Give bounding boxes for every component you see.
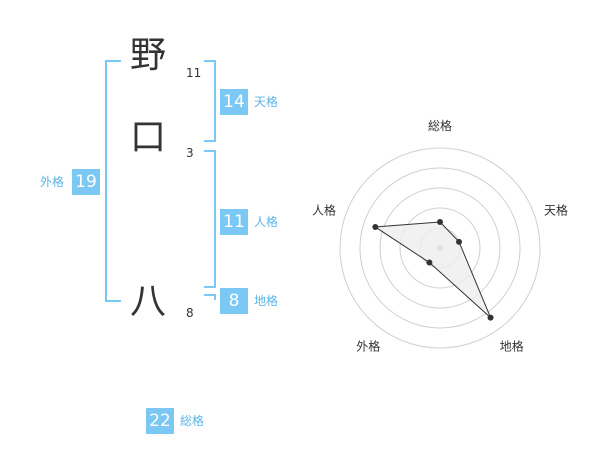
stroke-count-3: 8 (186, 306, 194, 320)
radar-axis-label-4: 外格 (356, 339, 380, 354)
jinkaku-label: 人格 (254, 215, 279, 229)
radar-point-4 (426, 259, 433, 266)
jinkaku-bracket (204, 150, 216, 288)
radar-grid-ring (339, 147, 541, 349)
radar-grid-ring (379, 187, 501, 309)
soukaku-value: 22 (146, 408, 174, 434)
chikaku-value: 8 (220, 288, 248, 314)
radar-series-polygon (373, 221, 492, 318)
radar-axis-label-1: 総格 (428, 118, 452, 133)
gaikaku-label: 外格 (40, 175, 65, 189)
radar-point-3 (487, 314, 494, 321)
radar-grid-ring (399, 207, 481, 289)
name-char-3: 八 (129, 281, 166, 322)
tenkaku-label: 天格 (254, 95, 279, 109)
radar-axis-label-3: 地格 (500, 339, 524, 354)
jinkaku-value: 11 (220, 209, 248, 235)
stroke-count-2: 3 (186, 146, 194, 160)
chikaku-bracket (204, 294, 216, 300)
gaikaku-value: 19 (72, 169, 100, 195)
radar-point-5 (372, 223, 379, 230)
gaikaku-bracket (105, 60, 121, 302)
name-char-2: 口 (129, 117, 166, 158)
soukaku-label: 総格 (180, 414, 205, 428)
radar-axis-label-5: 人格 (312, 202, 336, 217)
tenkaku-value: 14 (220, 89, 248, 115)
chikaku-label: 地格 (254, 294, 279, 308)
tenkaku-bracket (204, 60, 216, 142)
radar-grid-ring (359, 167, 521, 329)
radar-axis-label-2: 天格 (544, 202, 568, 217)
radar-point-2 (456, 238, 463, 245)
radar-point-1 (437, 219, 443, 225)
stroke-count-1: 11 (186, 66, 202, 80)
name-char-1: 野 (129, 35, 166, 76)
